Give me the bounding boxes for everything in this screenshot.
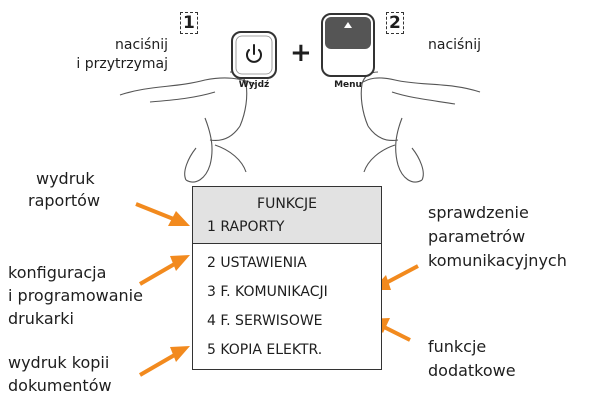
annotation-serwis-line1: funkcje: [428, 337, 487, 356]
arrow-ustawienia: [138, 255, 190, 286]
menu-header: FUNKCJE 1 RAPORTY: [193, 187, 381, 244]
menu-item-serwis[interactable]: 4 F. SERWISOWE: [207, 313, 323, 329]
step-number-2: 2: [386, 12, 404, 34]
menu-item-kopia[interactable]: 5 KOPIA ELEKTR.: [207, 342, 323, 358]
menu-button-illustration: [321, 13, 375, 77]
annotation-kopia-line2: dokumentów: [8, 376, 112, 395]
plus-sign: +: [290, 38, 312, 68]
step1-caption-line2: i przytrzymaj: [76, 56, 168, 72]
step2-caption: naciśnij: [428, 37, 481, 53]
arrow-raporty: [135, 202, 190, 226]
menu-item-list: 2 USTAWIENIA 3 F. KOMUNIKACJI 4 F. SERWI…: [193, 244, 381, 365]
annotation-komunikacja-line3: komunikacyjnych: [428, 251, 567, 270]
function-menu: FUNKCJE 1 RAPORTY 2 USTAWIENIA 3 F. KOMU…: [192, 186, 382, 370]
menu-button-label: Menu: [334, 80, 362, 90]
annotation-ustawienia-line3: drukarki: [8, 309, 74, 328]
power-icon: [246, 44, 262, 63]
annotation-ustawienia-line1: konfiguracja: [8, 263, 107, 282]
menu-item-raporty[interactable]: 1 RAPORTY: [207, 219, 285, 235]
annotation-kopia-line1: wydruk kopii: [8, 353, 110, 372]
arrow-up-icon: [344, 22, 352, 28]
annotation-raporty-line2: raportów: [28, 191, 101, 210]
menu-item-ustawienia[interactable]: 2 USTAWIENIA: [207, 255, 307, 271]
step1-caption-line1: naciśnij: [115, 37, 168, 53]
annotation-raporty-line1: wydruk: [36, 169, 95, 188]
menu-title: FUNKCJE: [257, 196, 317, 212]
arrow-kopia: [138, 346, 190, 377]
annotation-ustawienia-line2: i programowanie: [8, 286, 143, 305]
step-number-1: 1: [180, 12, 198, 34]
right-hand-sketch: [359, 71, 481, 183]
exit-button-label: Wyjdź: [238, 80, 270, 90]
annotation-serwis-line2: dodatkowe: [428, 361, 516, 380]
menu-item-komunikacja[interactable]: 3 F. KOMUNIKACJI: [207, 284, 328, 300]
exit-button-illustration: [231, 31, 277, 79]
annotation-komunikacja-line1: sprawdzenie: [428, 203, 529, 222]
annotation-komunikacja-line2: parametrów: [428, 227, 526, 246]
